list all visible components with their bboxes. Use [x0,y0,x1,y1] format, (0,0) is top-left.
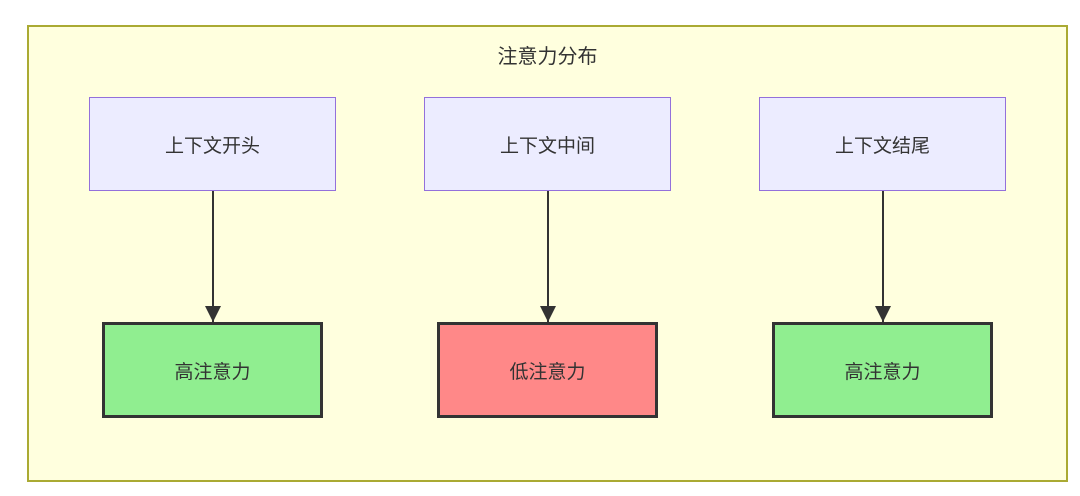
diagram-title: 注意力分布 [497,46,598,68]
arrow-down-icon [211,191,214,322]
diagram-column-context-end: 上下文结尾 高注意力 [759,97,1006,418]
node-high-attention-1: 高注意力 [102,322,323,418]
node-context-end: 上下文结尾 [759,97,1006,191]
node-high-attention-2-label: 高注意力 [844,361,921,383]
node-context-middle-label: 上下文中间 [499,135,595,157]
arrow-down-icon [546,191,549,322]
node-context-start-label: 上下文开头 [164,135,260,157]
node-low-attention-label: 低注意力 [509,361,586,383]
node-context-start: 上下文开头 [89,97,336,191]
node-high-attention-2: 高注意力 [772,322,993,418]
diagram-column-context-start: 上下文开头 高注意力 [89,97,336,418]
arrow-down-icon [881,191,884,322]
node-context-middle: 上下文中间 [424,97,671,191]
node-context-end-label: 上下文结尾 [834,135,930,157]
node-high-attention-1-label: 高注意力 [174,361,251,383]
node-low-attention: 低注意力 [437,322,658,418]
diagram-canvas: 注意力分布 上下文开头 高注意力 上下文中间 低注意力 上下文结尾 [27,25,1068,482]
diagram-column-context-middle: 上下文中间 低注意力 [424,97,671,418]
diagram-columns: 上下文开头 高注意力 上下文中间 低注意力 上下文结尾 高注意力 [29,97,1066,418]
